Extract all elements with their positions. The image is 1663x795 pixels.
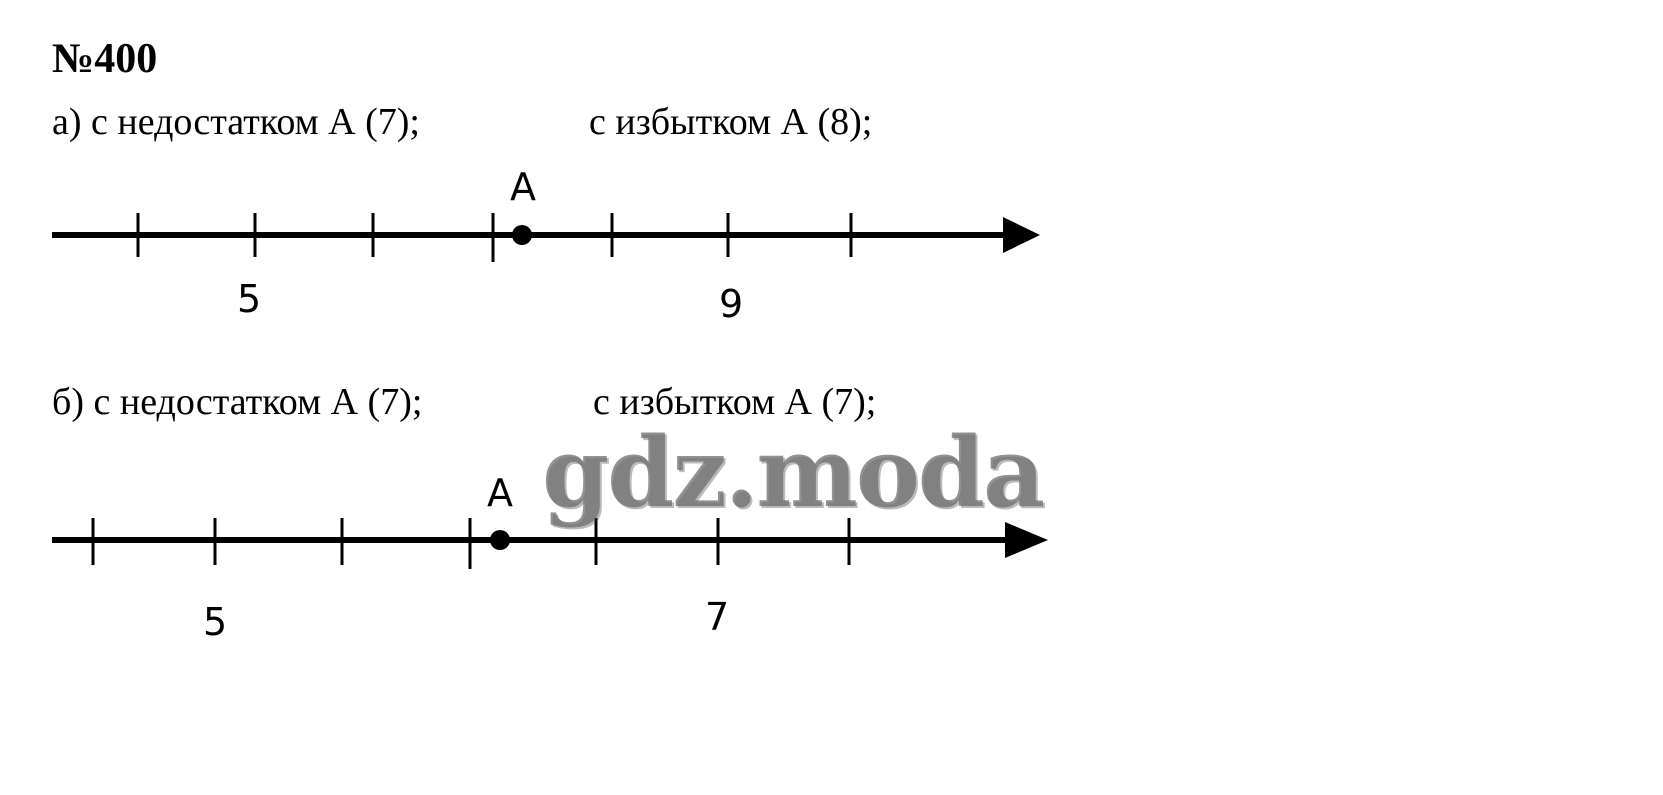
- tick-label: 5: [237, 277, 261, 321]
- point-a: [490, 530, 510, 550]
- tick-label: 9: [719, 282, 743, 326]
- number-line-b: А 5 7: [52, 471, 1048, 644]
- task-a-excess-text: с избытком А (8);: [589, 101, 873, 143]
- tick-label: 5: [203, 600, 227, 644]
- axis-arrow-icon: [1005, 522, 1048, 558]
- task-b-excess-text: с избытком А (7);: [593, 381, 877, 423]
- tick-label: 7: [705, 595, 729, 639]
- point-a: [512, 225, 532, 245]
- task-b-deficit-text: б) с недостатком А (7);: [52, 381, 423, 423]
- point-a-label: А: [487, 471, 513, 515]
- task-a-deficit-text: а) с недостатком А (7);: [52, 101, 420, 143]
- watermark: gdz.moda: [542, 416, 1045, 529]
- axis-arrow-icon: [1003, 217, 1040, 253]
- point-a-label: А: [510, 165, 536, 209]
- number-line-a: А 5 9: [52, 165, 1040, 326]
- problem-number: №400: [52, 36, 158, 82]
